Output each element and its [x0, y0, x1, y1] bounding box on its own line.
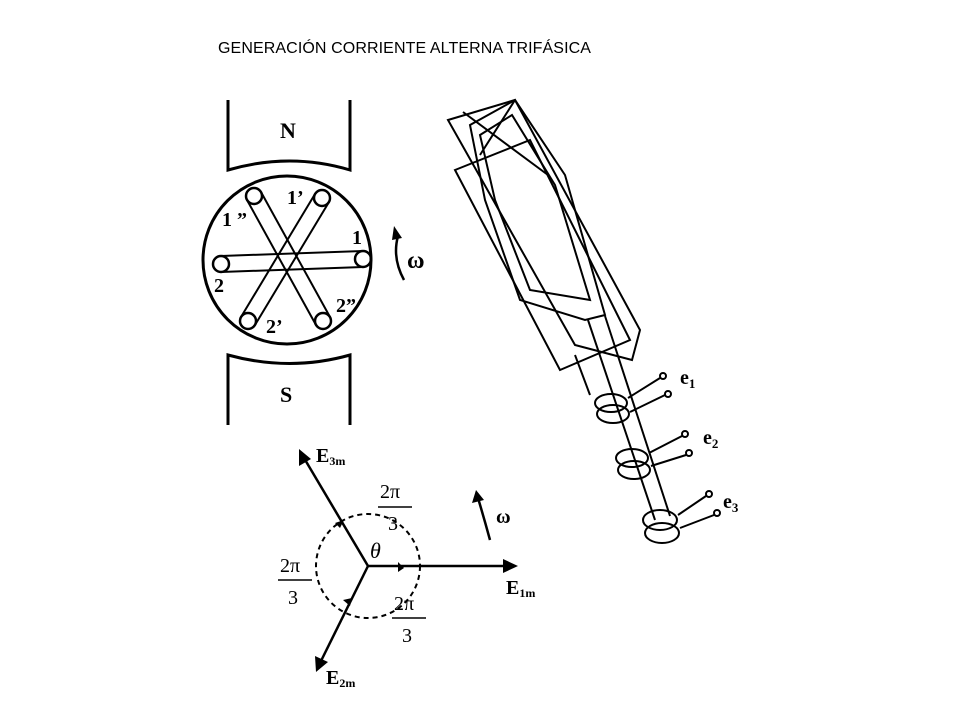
svg-text:2π: 2π: [280, 555, 300, 577]
slot-1-double: [244, 186, 264, 206]
slot-1: [353, 249, 373, 269]
slide-title: GENERACIÓN CORRIENTE ALTERNA TRIFÁSICA: [218, 40, 592, 57]
phasor-omega-label: ω: [496, 506, 511, 528]
coil-label-1: 1: [352, 227, 362, 249]
phasor-e1m-arrowhead: [503, 559, 518, 573]
phasor-label-e1m: E1m: [506, 577, 535, 600]
phasor-diagram: E3m E1m E2m θ 2π 3 2π 3 2π 3 ω: [278, 445, 535, 690]
coil-label-1-double: 1 ”: [222, 209, 247, 231]
slip-ring-2: [615, 430, 693, 480]
angle-arrow-head-1: [335, 520, 344, 528]
phasor-e2m-arrowhead: [315, 656, 328, 672]
angle-arrow-head-3: [398, 562, 404, 572]
slot-2-prime: [238, 311, 258, 331]
svg-text:2π: 2π: [380, 481, 400, 503]
coil-label-1-prime: 1’: [287, 187, 304, 209]
coil-frame-front: [453, 138, 632, 372]
shaft-edge-right: [604, 315, 671, 517]
shaft-edge-left: [587, 319, 656, 521]
output-label-e1: e1: [680, 367, 695, 391]
phasor-e3m: [302, 457, 370, 567]
slot-2-double: [313, 311, 333, 331]
rotation-arrow-head: [392, 226, 402, 240]
angle-fraction-top: 2π 3: [378, 481, 412, 535]
phasor-rotation-arrow: [476, 497, 492, 541]
coil-label-2: 2: [214, 275, 224, 297]
coil-label-2-double: 2”: [336, 295, 356, 317]
rotation-arrow: [394, 235, 406, 281]
svg-text:3: 3: [388, 513, 398, 535]
south-pole-label: S: [280, 382, 292, 407]
coil-winding-outer: [468, 98, 607, 322]
slot-1-prime: [312, 188, 332, 208]
angle-fraction-left: 2π 3: [278, 555, 312, 609]
svg-text:3: 3: [288, 587, 298, 609]
coil-label-2-prime: 2’: [266, 316, 283, 338]
slot-2: [211, 254, 231, 274]
south-pole-piece: [226, 353, 352, 425]
phasor-e2m: [318, 565, 370, 664]
north-pole-label: N: [280, 118, 296, 143]
angle-circle: [315, 513, 421, 619]
coil-winding-inner: [478, 113, 592, 302]
north-pole-piece: [226, 100, 352, 173]
angle-fraction-bottom: 2π 3: [392, 593, 426, 647]
slip-ring-3: [642, 490, 721, 544]
phasor-e3m-arrowhead: [299, 449, 311, 466]
angle-arrow-head-2: [343, 598, 352, 606]
coil-conductors: [220, 191, 364, 326]
angle-theta-label: θ: [370, 538, 381, 563]
coil-frame-back: [446, 98, 642, 362]
rotor-3d: [446, 98, 721, 544]
output-label-e2: e2: [703, 427, 718, 451]
output-label-e3: e3: [723, 491, 739, 515]
generator-omega-label: ω: [407, 248, 425, 274]
svg-text:3: 3: [402, 625, 412, 647]
svg-text:2π: 2π: [394, 593, 414, 615]
generator-cross-section: N S 1 2 1’ 2’ 1 ” 2” ω: [201, 100, 425, 425]
slip-ring-1: [594, 372, 672, 424]
phasor-label-e3m: E3m: [316, 445, 345, 468]
phasor-label-e2m: E2m: [326, 667, 355, 690]
phasor-rotation-arrow-head: [472, 490, 484, 503]
